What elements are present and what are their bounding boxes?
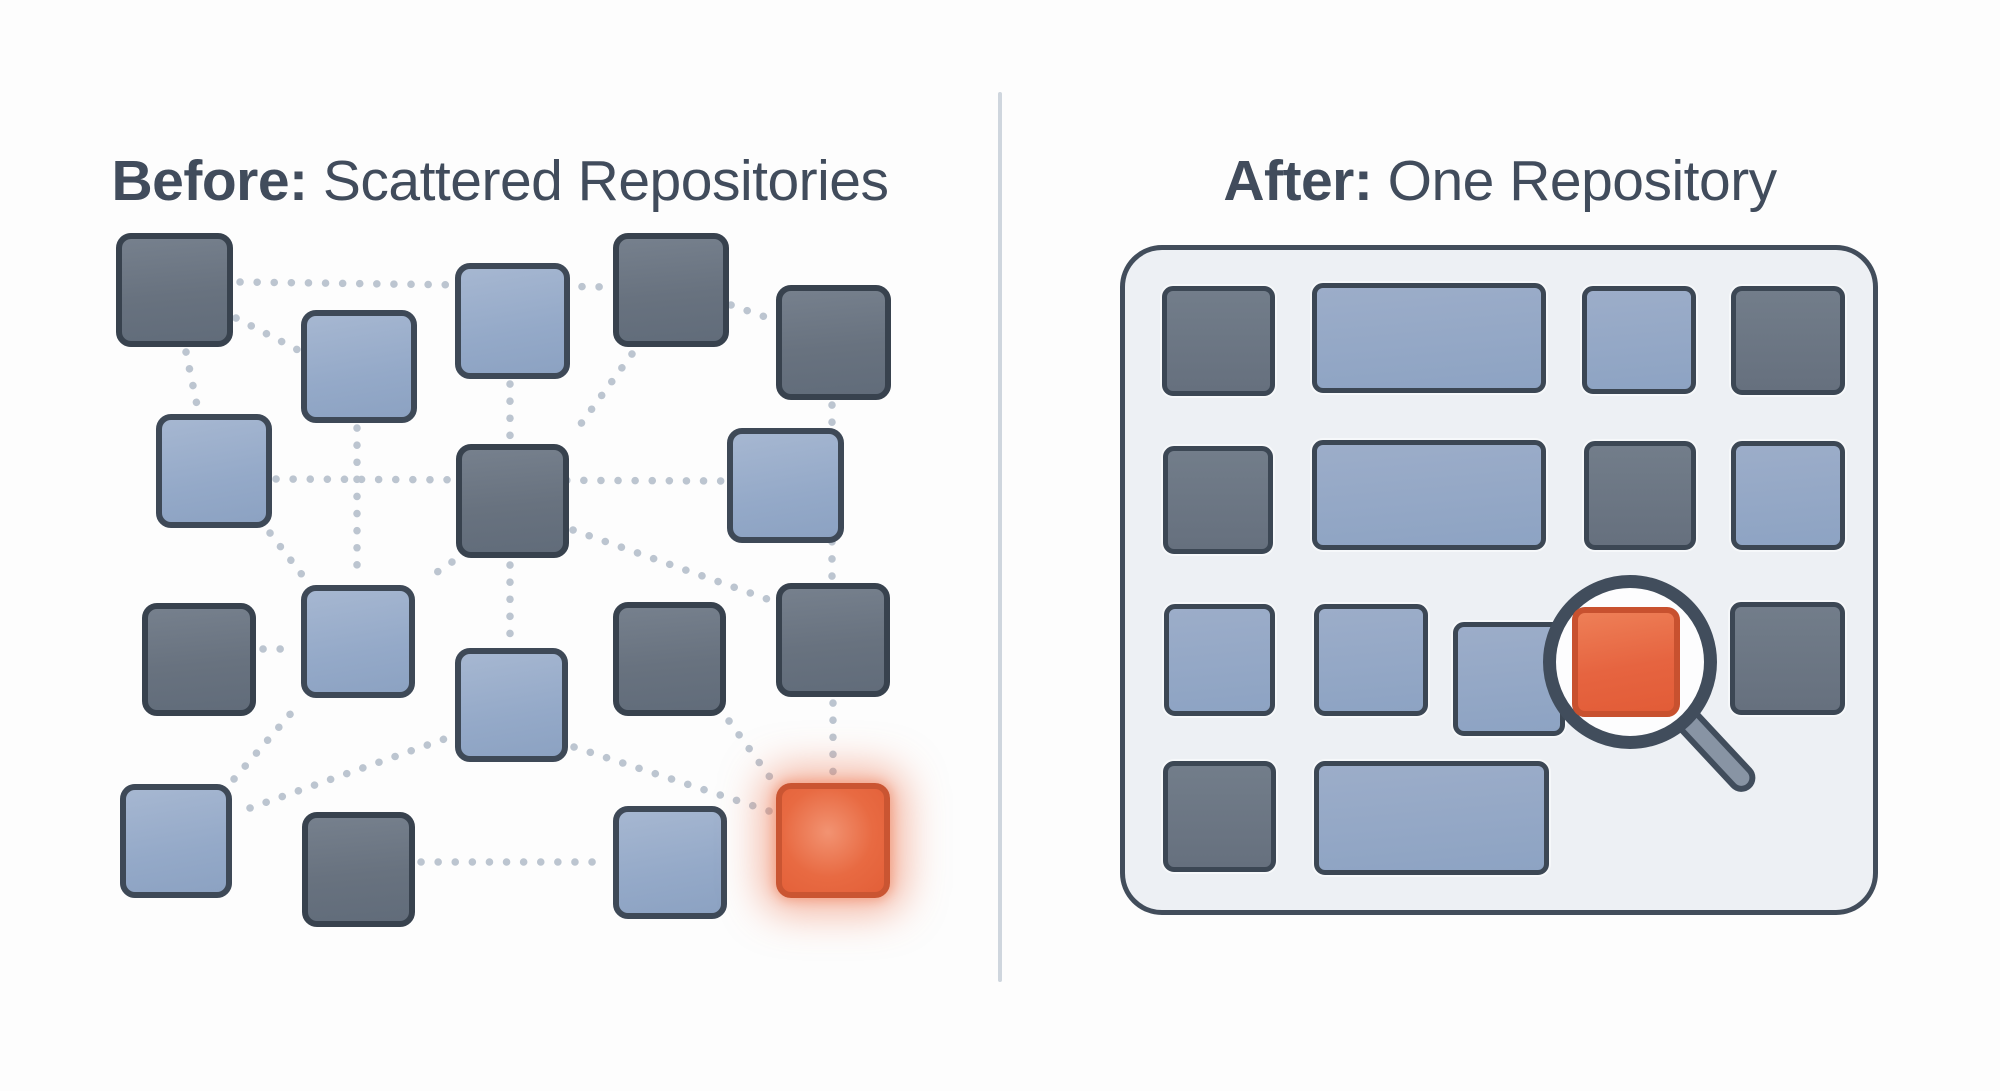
- connection-line-12: [569, 526, 774, 604]
- repo-block-6: [1312, 440, 1546, 550]
- before-title-prefix: Before:: [111, 149, 309, 214]
- scattered-square-10: [301, 585, 415, 698]
- scattered-square-2: [301, 310, 417, 423]
- connection-line-17: [725, 717, 776, 784]
- connection-line-8: [266, 529, 310, 584]
- before-title-text: Scattered Repositories: [307, 149, 889, 214]
- panel-divider: [998, 92, 1002, 982]
- highlighted-repo-square: [1572, 607, 1680, 717]
- repo-block-9: [1164, 604, 1275, 716]
- after-title-text: One Repository: [1372, 149, 1778, 214]
- connection-line-16: [570, 743, 776, 816]
- scattered-square-8: [727, 428, 844, 543]
- scattered-square-12: [613, 602, 726, 716]
- scattered-square-1: [116, 233, 233, 347]
- scattered-square-5: [776, 285, 891, 400]
- connection-line-10: [420, 558, 456, 585]
- connection-line-3: [727, 301, 778, 324]
- connection-line-2: [182, 348, 202, 414]
- repo-block-7: [1584, 441, 1696, 550]
- repo-block-8: [1731, 441, 1845, 550]
- connection-line-4: [568, 350, 636, 440]
- repo-block-4: [1731, 286, 1845, 395]
- scattered-square-7: [456, 444, 569, 558]
- scattered-square-14: [120, 784, 232, 898]
- scattered-square-6: [156, 414, 272, 528]
- scattered-square-15: [302, 812, 415, 927]
- scattered-square-11: [455, 648, 568, 762]
- connection-line-15: [246, 733, 454, 812]
- repo-block-5: [1163, 446, 1273, 554]
- repo-block-3: [1582, 286, 1696, 394]
- after-title-prefix: After:: [1223, 149, 1373, 214]
- repo-block-14: [1314, 761, 1549, 875]
- repo-block-2: [1312, 283, 1546, 393]
- scattered-square-13: [776, 583, 890, 697]
- scattered-square-16: [613, 806, 727, 919]
- repo-block-12: [1730, 602, 1845, 715]
- repo-block-1: [1162, 286, 1275, 396]
- connection-line-14: [230, 700, 303, 783]
- scattered-square-9: [142, 603, 256, 716]
- after-title: After: One Repository: [1000, 148, 2000, 218]
- scattered-square-4: [613, 233, 729, 347]
- repo-block-13: [1163, 761, 1276, 872]
- repo-block-10: [1314, 604, 1428, 716]
- before-title: Before: Scattered Repositories: [0, 148, 1000, 218]
- scattered-square-highlighted: [776, 783, 890, 898]
- connection-line-1: [232, 314, 302, 354]
- scattered-square-3: [455, 263, 570, 379]
